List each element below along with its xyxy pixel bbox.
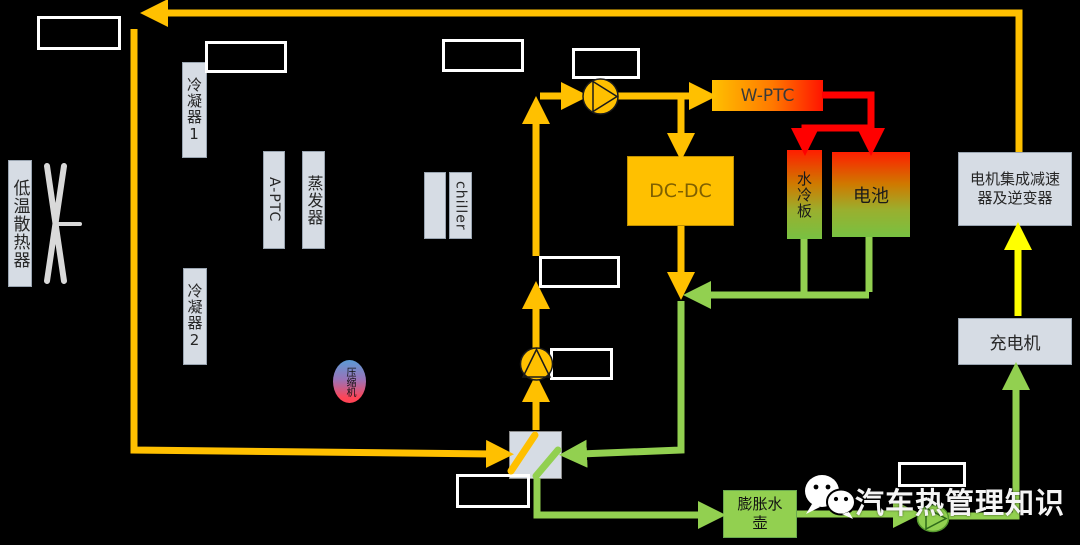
- chiller-box: chiller: [449, 172, 472, 239]
- wptc-to-waterplate-arrow: [791, 124, 871, 156]
- dc-dc-box: DC-DC: [627, 156, 734, 226]
- valve-to-tank-arrow: [533, 478, 726, 529]
- top-pump-icon: [582, 78, 619, 115]
- a-ptc-box: A-PTC: [263, 151, 285, 249]
- motor-inverter-label: 电机集成减速器及逆变器: [969, 169, 1060, 208]
- middle-pump-icon: [519, 347, 554, 381]
- evaporator-label: 蒸发器: [304, 174, 324, 226]
- empty-label-box-1: [37, 16, 121, 50]
- fan-icon: [44, 163, 82, 284]
- empty-label-box-4: [572, 48, 640, 79]
- battery-box: 电池: [832, 152, 910, 237]
- top-return-line-arrow: [140, 0, 1023, 152]
- chiller-left-box: [424, 172, 446, 239]
- motor-inverter-box: 电机集成减速器及逆变器: [958, 152, 1072, 226]
- chiller-label: chiller: [452, 180, 469, 231]
- valve-heat-exchanger-box: [509, 431, 562, 479]
- a-ptc-label: A-PTC: [266, 177, 282, 223]
- condenser1-box: 冷凝器1: [182, 62, 207, 158]
- empty-label-box-3: [442, 39, 524, 72]
- low-temp-radiator-box: 低温散热器: [8, 160, 32, 287]
- battery-label: 电池: [853, 185, 889, 207]
- green-pump-icon: [916, 504, 950, 533]
- charger-box: 充电机: [958, 318, 1072, 365]
- evaporator-box: 蒸发器: [302, 151, 325, 249]
- wptc-to-battery-arrow: [822, 91, 885, 156]
- pump-to-charger-arrow: [948, 362, 1030, 520]
- expansion-tank-label: 膨胀水壶: [737, 495, 783, 532]
- condenser2-label: 冷凝器2: [185, 283, 204, 350]
- empty-label-box-5: [539, 256, 620, 288]
- empty-label-box-8: [898, 462, 966, 487]
- water-cooling-plate-box: 水冷板: [787, 150, 822, 239]
- w-ptc-label: W-PTC: [740, 85, 795, 106]
- empty-label-box-2: [205, 41, 287, 73]
- condenser2-box: 冷凝器2: [183, 268, 207, 365]
- w-ptc-box: W-PTC: [712, 80, 823, 111]
- water-cooling-plate-label: 水冷板: [795, 170, 813, 219]
- expansion-tank-box: 膨胀水壶: [723, 490, 797, 538]
- dc-dc-label: DC-DC: [649, 180, 712, 202]
- compressor-label: 压缩机: [344, 366, 355, 397]
- low-temp-radiator-label: 低温散热器: [9, 178, 30, 269]
- condenser1-label: 冷凝器1: [185, 76, 203, 144]
- compressor-circle: 压缩机: [333, 360, 366, 403]
- charger-label: 充电机: [989, 334, 1041, 354]
- empty-label-box-6: [550, 348, 613, 380]
- empty-label-box-7: [456, 474, 530, 508]
